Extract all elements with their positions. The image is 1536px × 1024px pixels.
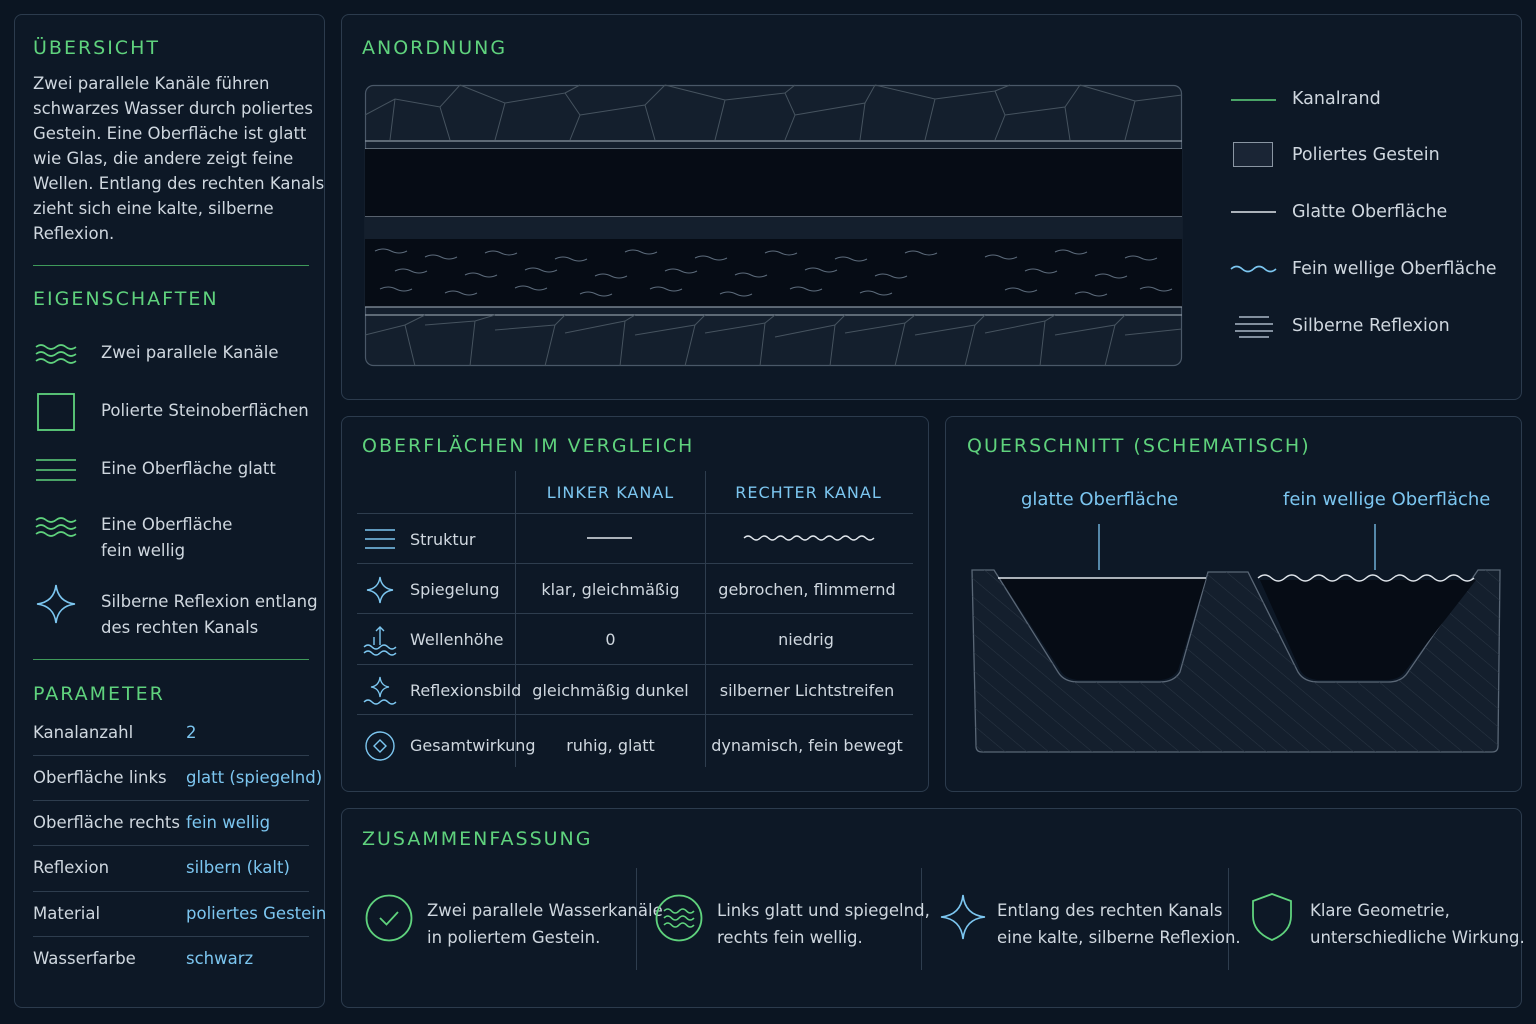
green-line-icon <box>1231 99 1276 101</box>
waves-icon <box>35 517 77 537</box>
legend-label: Poliertes Gestein <box>1292 145 1440 165</box>
properties-separator <box>33 659 309 660</box>
row-divider <box>33 845 309 846</box>
row-label: Wellenhöhe <box>410 630 504 649</box>
row-divider <box>33 936 309 937</box>
row-label: Gesamtwirkung <box>410 736 536 755</box>
shield-icon <box>1252 893 1292 941</box>
row-divider <box>33 800 309 801</box>
waves-icon <box>35 344 77 364</box>
overview-title: ÜBERSICHT <box>33 37 160 59</box>
parameter-label: Oberfläche rechts <box>33 813 180 832</box>
sparkle-icon <box>36 584 76 624</box>
cell-right: niedrig <box>778 630 834 649</box>
legend-label: Glatte Oberfläche <box>1292 202 1448 222</box>
wave-height-icon <box>363 626 397 656</box>
summary-title: ZUSAMMENFASSUNG <box>362 828 593 850</box>
parameter-label: Material <box>33 904 101 923</box>
left-panel <box>14 14 325 1008</box>
cell-right: gebrochen, flimmernd <box>718 580 896 599</box>
legend-label: Fein wellige Oberfläche <box>1292 259 1497 279</box>
property-label: Polierte Steinoberflächen <box>101 401 309 420</box>
blue-wave-icon <box>1230 265 1277 273</box>
cross-section-title: QUERSCHNITT (SCHEMATISCH) <box>967 435 1311 457</box>
parameter-value: schwarz <box>186 949 254 968</box>
summary-text: Links glatt und spiegelnd, rechts fein w… <box>717 901 930 947</box>
white-line-icon <box>1231 211 1276 213</box>
parameter-value: poliertes Gestein <box>186 904 327 923</box>
property-label: Silberne Reflexion entlang des rechten K… <box>101 592 318 637</box>
comparison-title: OBERFLÄCHEN IM VERGLEICH <box>362 435 695 457</box>
property-label: Zwei parallele Kanäle <box>101 343 279 362</box>
parameter-label: Wasserfarbe <box>33 949 136 968</box>
stone-box-icon <box>1233 142 1273 167</box>
check-circle-icon <box>365 894 413 942</box>
property-label: Eine Oberfläche fein wellig <box>101 515 233 560</box>
parameter-value: fein wellig <box>186 813 271 832</box>
overview-separator <box>33 265 309 266</box>
row-label: Spiegelung <box>410 580 500 599</box>
column-header-left: LINKER KANAL <box>546 483 675 502</box>
cell-left: ruhig, glatt <box>566 736 655 755</box>
summary-text: Entlang des rechten Kanals eine kalte, s… <box>997 901 1241 947</box>
summary-text: Zwei parallele Wasserkanäle in poliertem… <box>427 901 663 947</box>
waves-circle-icon <box>655 894 703 942</box>
summary-text: Klare Geometrie, unterschiedliche Wirkun… <box>1310 901 1525 947</box>
comparison-panel <box>341 416 929 792</box>
parameter-label: Reflexion <box>33 858 110 877</box>
cross-section-diagram <box>971 524 1501 753</box>
label-smooth-surface: glatte Oberfläche <box>1021 489 1179 510</box>
wavy-line-icon <box>743 535 875 541</box>
channel-plan-diagram <box>364 84 1183 367</box>
legend-label: Kanalrand <box>1292 89 1381 109</box>
structure-icon <box>365 529 395 549</box>
row-label: Struktur <box>410 530 476 549</box>
silver-lines-icon <box>1235 316 1273 338</box>
parameter-label: Kanalanzahl <box>33 723 134 742</box>
row-divider <box>33 891 309 892</box>
summary-panel <box>341 808 1522 1008</box>
cell-left: klar, gleichmäßig <box>541 580 680 599</box>
parameter-value: 2 <box>186 723 197 742</box>
label-wavy-surface: fein wellige Oberfläche <box>1283 489 1491 510</box>
parameter-label: Oberfläche links <box>33 768 167 787</box>
sparkle-icon <box>366 576 394 604</box>
reflection-pattern-icon <box>363 676 397 705</box>
target-icon <box>365 731 395 761</box>
parameter-value: silbern (kalt) <box>186 858 290 877</box>
overview-text: Zwei parallele Kanäle führen schwarzes W… <box>33 74 325 243</box>
cell-left: gleichmäßig dunkel <box>532 681 689 700</box>
sparkle-icon <box>940 894 986 940</box>
row-label: Reflexionsbild <box>410 681 522 700</box>
property-label: Eine Oberfläche glatt <box>101 459 276 478</box>
square-icon <box>37 393 75 431</box>
cell-right: dynamisch, fein bewegt <box>711 736 903 755</box>
parameters-title: PARAMETER <box>33 683 165 705</box>
legend-label: Silberne Reflexion <box>1292 316 1450 336</box>
smooth-line-icon <box>587 537 632 539</box>
lines-icon <box>36 459 76 481</box>
cell-right: silberner Lichtstreifen <box>719 681 895 700</box>
column-header-right: RECHTER KANAL <box>735 483 882 502</box>
parameter-value: glatt (spiegelnd) <box>186 768 323 787</box>
properties-title: EIGENSCHAFTEN <box>33 288 219 310</box>
arrangement-title: ANORDNUNG <box>362 37 508 59</box>
cell-left: 0 <box>605 630 616 649</box>
row-divider <box>33 755 309 756</box>
